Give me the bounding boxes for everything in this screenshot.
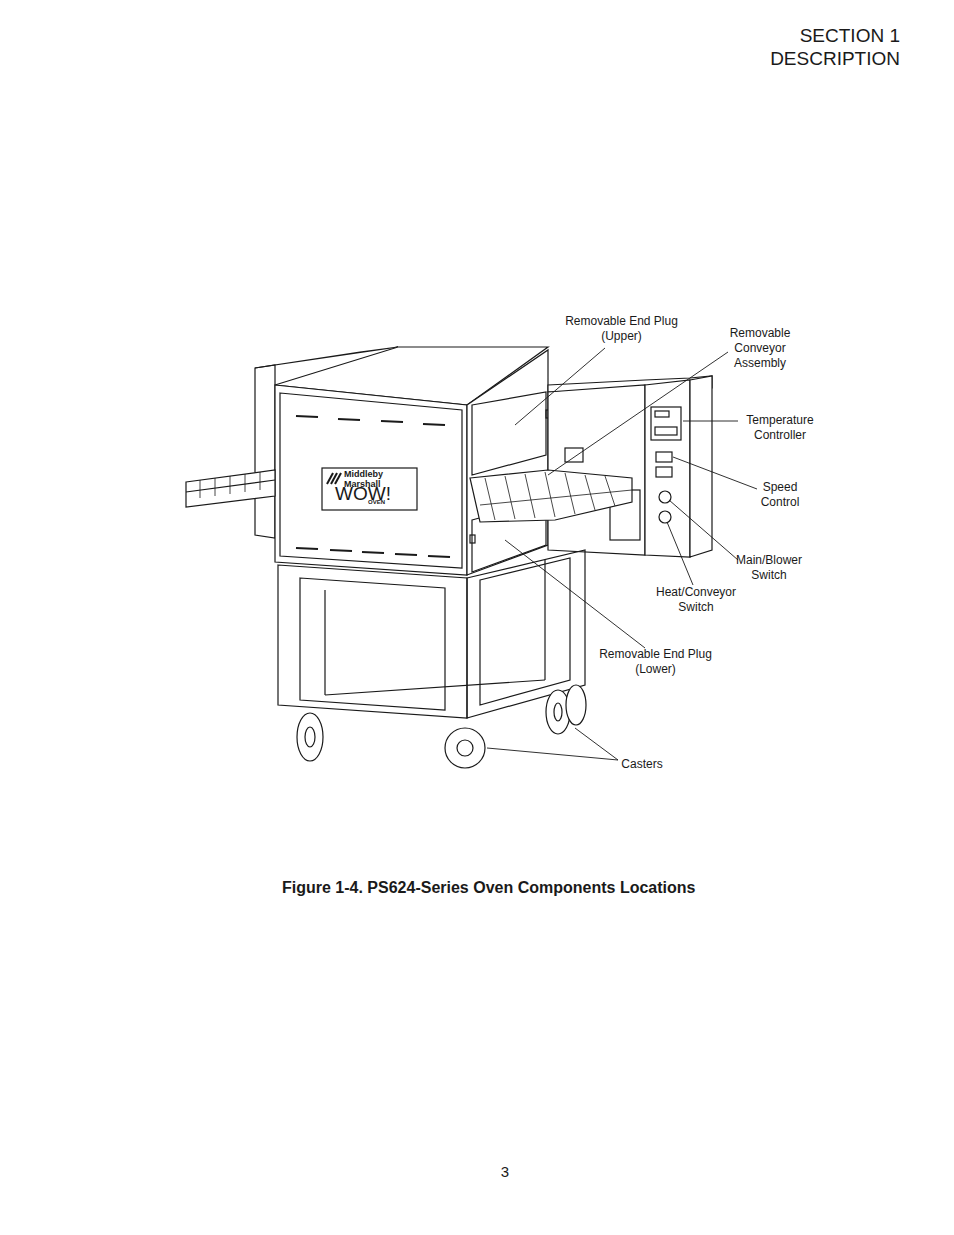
stand-opening: [300, 578, 445, 710]
rear-panel: [255, 365, 275, 538]
control-edge: [690, 376, 712, 557]
callout-label: Heat/Conveyor Switch: [650, 585, 742, 615]
bracket: [565, 448, 583, 462]
logo-mark: [327, 473, 341, 484]
control-side: [548, 385, 645, 555]
stand-shelf: [325, 680, 545, 695]
callout-label: Casters: [612, 757, 672, 772]
oven-front: [275, 385, 467, 575]
vent-slots: [296, 416, 450, 557]
stand-side: [467, 550, 585, 718]
oven-end: [467, 350, 548, 575]
conveyor-belt: [480, 472, 632, 520]
callout-label: Removable End Plug (Lower): [598, 647, 713, 677]
stand-leg: [324, 590, 325, 695]
leader-lines: [487, 348, 757, 760]
conveyor-edge: [186, 480, 275, 492]
stand-front: [278, 565, 467, 718]
conveyor-right: [470, 470, 632, 522]
figure-caption: Figure 1-4. PS624-Series Oven Components…: [282, 878, 695, 898]
main-blower-knob: [659, 491, 671, 503]
end-plug-upper: [472, 392, 546, 475]
latch: [470, 535, 475, 543]
logo-plate: [322, 468, 417, 510]
display: [655, 411, 669, 417]
conveyor-left: [186, 470, 275, 507]
control-panel: [645, 380, 690, 557]
section-heading: DESCRIPTION: [700, 49, 900, 69]
callout-label: Speed Control: [752, 480, 808, 510]
page-number: 3: [480, 1164, 530, 1180]
callout-label: Removable End Plug (Upper): [564, 314, 679, 344]
conveyor-belt: [200, 472, 260, 498]
logo-text: WOW!: [335, 484, 395, 504]
front-panel: [280, 393, 462, 568]
stand-leg: [544, 560, 545, 680]
temperature-controller: [651, 407, 681, 440]
section-heading: SECTION 1: [700, 26, 900, 46]
speed-display: [656, 467, 672, 477]
callout-label: Temperature Controller: [738, 413, 822, 443]
speed-control: [656, 452, 672, 462]
logo-text: Middleby: [344, 469, 404, 480]
keypad: [655, 427, 677, 435]
logo-text: OVEN: [368, 499, 408, 507]
heat-conveyor-knob: [659, 511, 671, 523]
callout-label: Main/Blower Switch: [728, 553, 810, 583]
callout-label: Removable Conveyor Assembly: [722, 326, 798, 371]
casters: [297, 685, 586, 768]
